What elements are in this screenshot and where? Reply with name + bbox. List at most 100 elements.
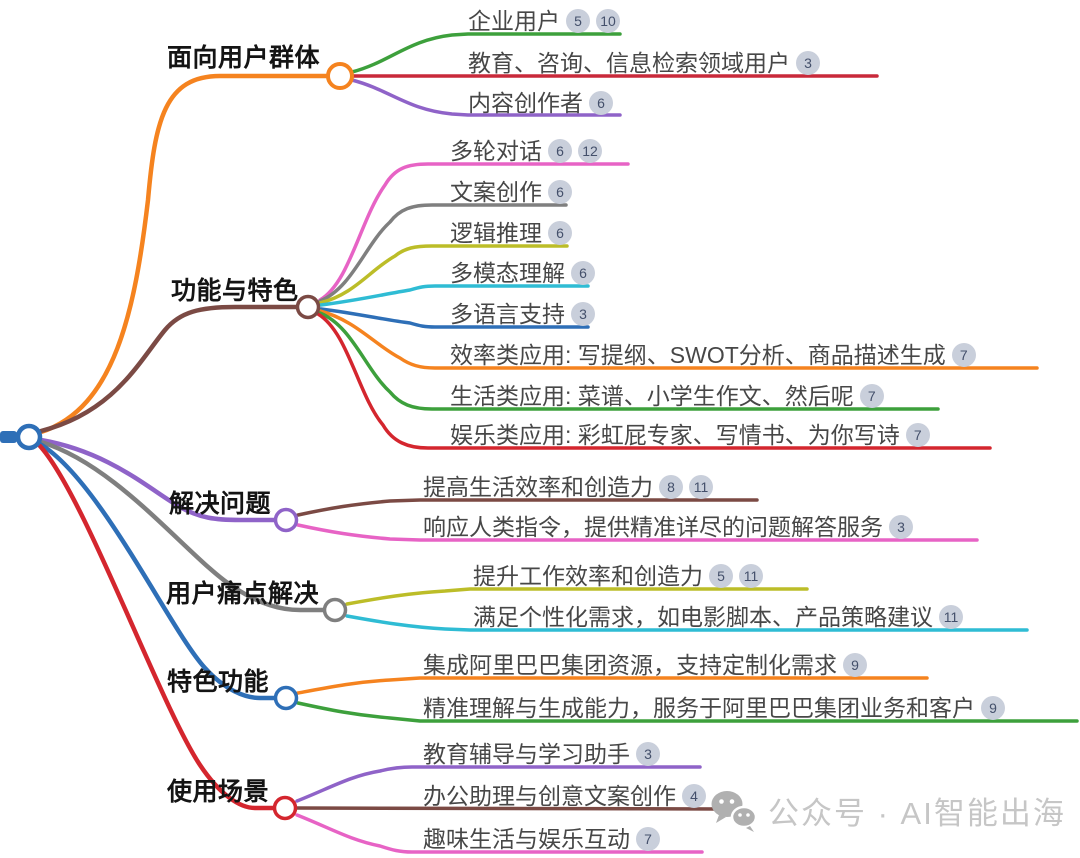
topic-label: 多轮对话 — [450, 137, 542, 164]
branch-topic-use-cases[interactable]: 使用场景 — [167, 778, 270, 806]
topic-label: 娱乐类应用: 彩虹屁专家、写情书、为你写诗 — [450, 421, 900, 448]
count-badge: 3 — [796, 50, 820, 75]
count-badge: 6 — [571, 260, 595, 285]
node-use-cases[interactable] — [272, 795, 298, 821]
child-line-multimodal-understanding — [319, 284, 590, 307]
child-line-multilingual-support — [319, 307, 590, 329]
child-line-alibaba-resources — [296, 676, 929, 695]
topic-label: 满足个性化需求，如电影脚本、产品策略建议 — [473, 603, 933, 630]
count-badge: 3 — [636, 741, 660, 766]
root-node[interactable] — [15, 423, 43, 451]
branch-line-problems-solved — [38, 437, 277, 523]
topic-label: 提高生活效率和创造力 — [423, 473, 653, 500]
count-badge: 8 — [659, 474, 683, 499]
count-badge: 7 — [905, 422, 930, 447]
child-line-education-tutoring — [295, 765, 702, 803]
topic-label: 教育辅导与学习助手 — [423, 740, 630, 767]
branch-line-target-user-groups — [38, 73, 331, 435]
node-problems-solved[interactable] — [273, 507, 299, 533]
branch-topic-problems-solved[interactable]: 解决问题 — [169, 490, 272, 518]
branch-topic-target-user-groups[interactable]: 面向用户群体 — [167, 44, 321, 72]
node-user-pain-points[interactable] — [322, 597, 348, 623]
child-line-entertainment-apps — [316, 312, 992, 450]
count-badge: 5 — [709, 563, 733, 588]
topic-label: 精准理解与生成能力，服务于阿里巴巴集团业务和客户 — [423, 694, 975, 721]
count-badge: 7 — [859, 383, 884, 408]
child-line-improve-life-efficiency — [296, 498, 759, 517]
topic-label: 企业用户 — [468, 7, 560, 34]
count-badge: 3 — [889, 514, 913, 539]
child-line-fun-life — [295, 813, 704, 854]
count-badge: 11 — [689, 474, 713, 499]
branch-topic-user-pain-points[interactable]: 用户痛点解决 — [166, 580, 320, 608]
node-features[interactable] — [295, 294, 321, 320]
child-line-respond-to-instructions — [296, 523, 979, 542]
child-line-efficiency-apps — [318, 309, 1039, 370]
topic-label: 趣味生活与娱乐互动 — [423, 825, 630, 852]
count-badge: 11 — [739, 563, 763, 588]
count-badge: 6 — [548, 220, 572, 245]
count-badge: 10 — [596, 8, 620, 33]
topic-label: 多语言支持 — [450, 300, 565, 327]
branch-line-use-cases — [37, 443, 276, 811]
child-line-copywriting — [318, 203, 568, 303]
node-target-user-groups[interactable] — [326, 62, 354, 90]
child-line-multi-turn-dialogue — [318, 162, 630, 302]
branch-topic-special-features[interactable]: 特色功能 — [167, 668, 270, 696]
topic-label: 生活类应用: 菜谱、小学生作文、然后呢 — [450, 382, 854, 409]
topic-label: 文案创作 — [450, 178, 542, 205]
child-line-personalized-needs — [345, 614, 1029, 632]
wechat-icon — [711, 790, 758, 832]
topic-label: 教育、咨询、信息检索领域用户 — [468, 49, 790, 76]
count-badge: 5 — [566, 8, 590, 33]
child-line-enterprise-users — [350, 32, 622, 74]
topic-label: 提升工作效率和创造力 — [473, 562, 703, 589]
watermark-text: 公众号 · AI智能出海 — [768, 796, 1066, 831]
count-badge: 12 — [578, 138, 602, 163]
child-line-improve-work-efficiency — [345, 587, 809, 606]
branch-line-special-features — [37, 441, 277, 701]
count-badge: 6 — [548, 138, 572, 163]
topic-label: 多模态理解 — [450, 259, 565, 286]
topic-label: 响应人类指令，提供精准详尽的问题解答服务 — [423, 513, 883, 540]
child-line-logical-reasoning — [318, 244, 569, 305]
node-special-features[interactable] — [273, 685, 299, 711]
count-badge: 7 — [636, 826, 660, 851]
root-stub — [0, 431, 17, 443]
branch-topic-features[interactable]: 功能与特色 — [171, 277, 299, 305]
topic-label: 效率类应用: 写提纲、SWOT分析、商品描述生成 — [450, 341, 946, 368]
child-line-office-assistant — [295, 806, 724, 811]
count-badge: 9 — [843, 652, 867, 677]
count-badge: 11 — [939, 604, 963, 629]
count-badge: 6 — [548, 179, 572, 204]
branch-line-user-pain-points — [38, 439, 326, 613]
count-badge: 3 — [571, 301, 595, 326]
topic-label: 集成阿里巴巴集团资源，支持定制化需求 — [423, 651, 837, 678]
count-badge: 6 — [589, 90, 613, 115]
count-badge: 9 — [981, 695, 1005, 720]
topic-label: 逻辑推理 — [450, 219, 542, 246]
branch-line-features — [38, 304, 299, 434]
